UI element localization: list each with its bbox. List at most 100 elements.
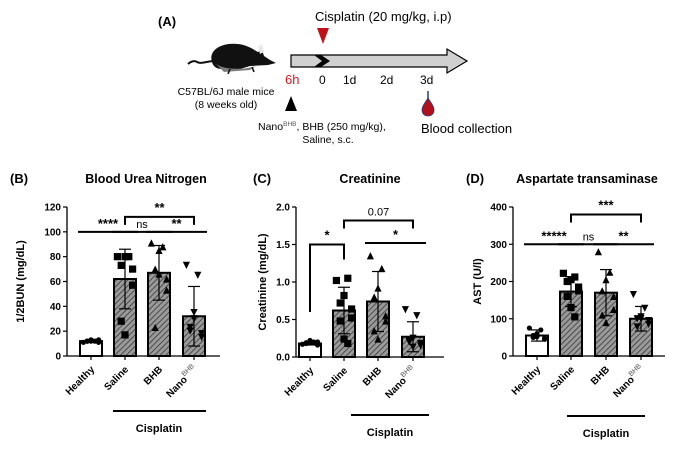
treatment-sup: BHB — [283, 121, 296, 128]
timepoint-6h: 6h — [285, 72, 299, 87]
data-point — [159, 243, 167, 251]
data-point — [370, 327, 378, 335]
data-point — [571, 273, 579, 281]
panel-label: (B) — [10, 171, 28, 186]
data-point — [413, 312, 421, 320]
data-point — [190, 315, 198, 323]
data-point — [606, 268, 614, 276]
data-point — [405, 336, 413, 345]
data-point — [198, 333, 206, 341]
significance-label: *** — [598, 197, 614, 212]
day0-chevron-icon — [314, 55, 330, 67]
data-point — [575, 287, 583, 295]
chart-title: Aspartate transaminase — [516, 172, 658, 186]
mouse-caption-line1: C57BL/6J male mice — [178, 86, 275, 98]
data-point — [96, 337, 102, 343]
data-point — [563, 292, 571, 300]
y-tick-label: 1.0 — [276, 278, 290, 289]
data-point — [125, 253, 133, 261]
data-point — [366, 252, 374, 260]
significance-label: * — [324, 228, 330, 243]
data-point — [598, 311, 606, 319]
data-point — [610, 305, 618, 314]
data-point — [340, 291, 348, 300]
y-tick-label: 400 — [490, 203, 507, 214]
x-tick-label: Healthy — [64, 364, 98, 398]
cisplatin-group-label: Cisplatin — [367, 427, 414, 439]
x-tick-label: NanoBHB — [163, 363, 200, 400]
data-point — [374, 284, 382, 292]
data-point — [163, 286, 171, 294]
x-tick-label: NanoBHB — [610, 363, 647, 400]
data-point — [198, 330, 206, 338]
data-point — [182, 261, 190, 269]
y-tick-label: 0 — [501, 352, 507, 363]
x-tick-label: Healthy — [510, 364, 544, 398]
data-point — [645, 320, 653, 328]
significance-bracket — [309, 243, 345, 312]
significance-label: **** — [98, 216, 119, 231]
significance-bracket — [570, 213, 642, 223]
y-tick-label: 120 — [44, 203, 61, 214]
data-point — [155, 246, 163, 255]
y-tick-label: 100 — [490, 314, 507, 325]
data-point — [332, 276, 340, 285]
data-point — [594, 248, 602, 256]
treatment-prefix: Nano — [258, 121, 283, 133]
y-tick-label: 80 — [50, 252, 62, 263]
data-point — [602, 276, 610, 284]
data-point — [526, 325, 533, 331]
significance-bracket — [124, 215, 195, 225]
blood-drop-icon — [421, 91, 435, 117]
y-tick-label: 0 — [55, 352, 61, 363]
data-point — [117, 261, 125, 269]
data-point — [88, 338, 94, 344]
timeline-arrow — [290, 47, 469, 75]
data-point — [567, 303, 575, 312]
data-point — [629, 290, 637, 299]
y-tick-label: 0.0 — [276, 353, 290, 364]
chart-title: Blood Urea Nitrogen — [85, 172, 207, 186]
treatment-marker-icon — [285, 96, 297, 111]
data-point — [113, 253, 121, 261]
data-point — [610, 292, 618, 300]
data-point — [409, 343, 417, 351]
data-point — [637, 315, 645, 323]
cisplatin-label: Cisplatin (20 mg/kg, i.p) — [315, 9, 452, 24]
data-point — [303, 340, 309, 347]
cisplatin-marker-icon — [317, 28, 329, 44]
significance-label: 0.07 — [368, 207, 389, 219]
data-point — [315, 339, 321, 345]
data-point — [155, 270, 163, 278]
data-point — [571, 313, 579, 321]
x-tick-label: BHB — [142, 364, 165, 387]
treatment-line2: Saline, s.c. — [302, 134, 353, 146]
x-tick-label-sup: BHB — [628, 363, 643, 378]
significance-label: ns — [583, 231, 595, 243]
data-point — [559, 269, 567, 277]
data-point — [401, 306, 409, 314]
data-point — [633, 323, 641, 331]
data-point — [382, 312, 390, 320]
y-tick-label: 40 — [50, 302, 62, 313]
cisplatin-group-label: Cisplatin — [136, 423, 183, 435]
data-point — [645, 317, 653, 325]
data-point — [534, 334, 540, 340]
data-point — [563, 277, 571, 286]
data-point — [348, 314, 356, 322]
x-tick-label: BHB — [361, 365, 384, 388]
x-tick-label: BHB — [589, 364, 612, 387]
data-point — [344, 339, 352, 348]
significance-bracket — [343, 219, 414, 229]
data-point — [340, 335, 348, 343]
y-axis-label: Creatinine (mg/dL) — [257, 233, 269, 331]
y-axis-label: AST (U/l) — [472, 258, 484, 305]
data-point — [370, 293, 378, 301]
data-point — [129, 281, 137, 289]
data-point — [378, 264, 386, 273]
y-tick-label: 200 — [490, 277, 507, 288]
